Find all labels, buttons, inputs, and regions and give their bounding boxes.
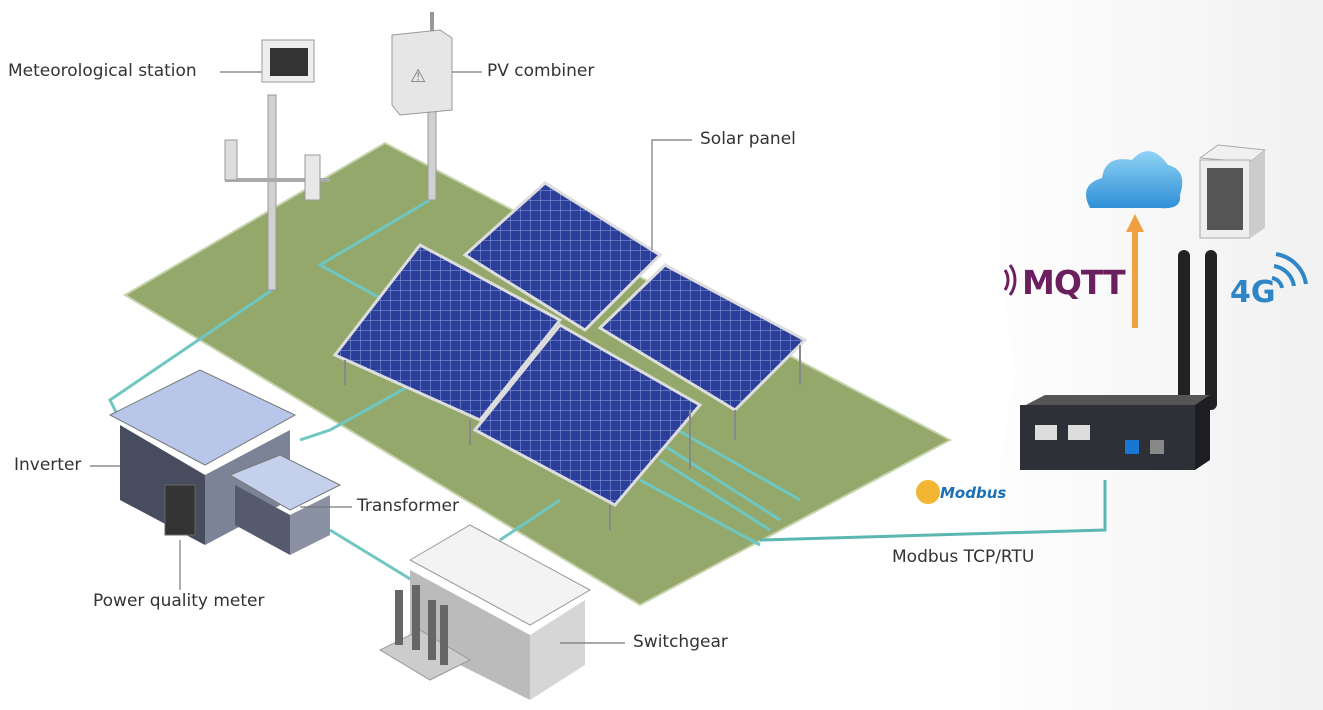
label-inverter: Inverter — [14, 455, 82, 475]
label-modbus-link: Modbus TCP/RTU — [892, 547, 1035, 567]
solar-panels — [332, 181, 808, 530]
meteorological-station-illustration — [224, 39, 330, 291]
label-solar-panel: Solar panel — [700, 129, 796, 149]
label-pv-combiner: PV combiner — [487, 61, 595, 81]
mqtt-logo-icon — [1003, 264, 1017, 296]
server-icon — [1198, 144, 1267, 239]
mqtt-logo-text: MQTT — [1022, 263, 1126, 302]
label-switchgear: Switchgear — [633, 632, 728, 652]
upload-arrow-icon — [1126, 214, 1144, 328]
pv-combiner-illustration: ⚠ — [391, 12, 453, 201]
switchgear-illustration — [378, 524, 592, 700]
label-meteorological-station: Meteorological station — [8, 61, 197, 81]
label-transformer: Transformer — [357, 496, 460, 516]
modbus-logo-icon — [916, 480, 940, 504]
modbus-logo-text: Modbus — [940, 484, 1007, 502]
svg-text:⚠: ⚠ — [410, 66, 426, 87]
leader-lines — [90, 71, 692, 644]
transformer-illustration — [228, 454, 342, 555]
cloud-icon — [1086, 151, 1183, 209]
label-power-quality-meter: Power quality meter — [93, 591, 265, 611]
inverter-illustration — [108, 369, 297, 545]
gateway-section-background — [960, 0, 1323, 710]
signal-icon — [1271, 252, 1308, 289]
cellular-4g-text: 4G — [1230, 275, 1276, 310]
gateway-router-illustration — [1020, 250, 1217, 470]
